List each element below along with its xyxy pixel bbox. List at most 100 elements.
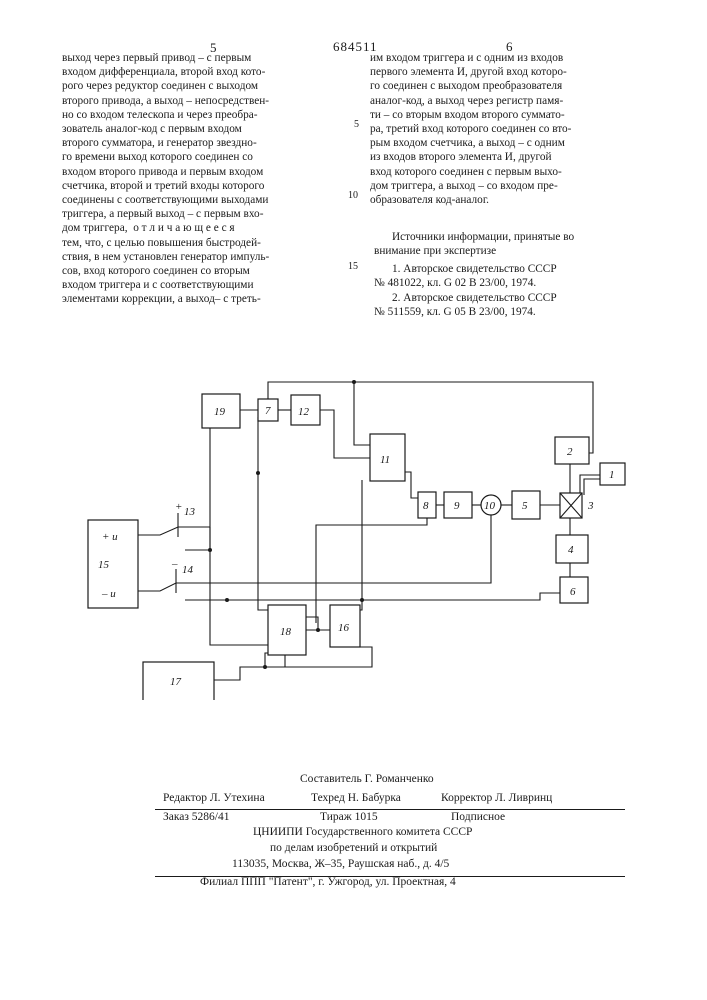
wire-15-to-6 bbox=[185, 593, 560, 600]
imprint-compiler: Составитель Г. Романченко bbox=[300, 773, 434, 785]
imprint-rule-1 bbox=[155, 809, 625, 810]
left-column-line: тем, что, с целью повышения быстродей- bbox=[62, 236, 269, 250]
svg-text:8: 8 bbox=[423, 500, 429, 512]
right-column-line: из входов второго элемента И, другой bbox=[370, 150, 571, 164]
svg-text:13: 13 bbox=[184, 506, 196, 518]
block-6: 6 bbox=[560, 577, 588, 603]
right-column-line: им входом триггера и с одним из входов bbox=[370, 51, 571, 65]
svg-text:18: 18 bbox=[280, 626, 292, 638]
svg-text:+: + bbox=[175, 501, 182, 513]
left-column-line: триггера, а первый выход – с первым вхо- bbox=[62, 207, 269, 221]
line-number-10: 10 bbox=[348, 190, 358, 201]
wire-7-to-17 bbox=[258, 417, 268, 610]
imprint-techred: Техред Н. Бабурка bbox=[311, 792, 401, 804]
svg-text:5: 5 bbox=[522, 500, 528, 512]
svg-text:6: 6 bbox=[570, 586, 576, 598]
svg-text:11: 11 bbox=[380, 454, 390, 466]
wire-11-to-8 bbox=[405, 472, 418, 498]
left-column-line: входом триггера и с соответствующими bbox=[62, 278, 269, 292]
source-ref-1-line-1: 1. Авторское свидетельство СССР bbox=[392, 262, 557, 276]
left-column-line: дом триггера, о т л и ч а ю щ е е с я bbox=[62, 221, 269, 235]
imprint-branch: Филиал ППП "Патент", г. Ужгород, ул. Про… bbox=[200, 876, 456, 888]
svg-text:7: 7 bbox=[265, 405, 271, 417]
imprint-address: 113035, Москва, Ж–35, Раушская наб., д. … bbox=[232, 858, 449, 870]
block-19: 19 bbox=[202, 394, 240, 428]
right-column-line: ра, третий вход которого соединен со вто… bbox=[370, 122, 571, 136]
right-text-column: им входом триггера и с одним из входовпе… bbox=[370, 51, 571, 207]
svg-text:16: 16 bbox=[338, 622, 350, 634]
wire-3-to-1-b bbox=[580, 475, 600, 495]
left-column-line: входом дифференциала, второй вход кото- bbox=[62, 65, 269, 79]
svg-text:10: 10 bbox=[484, 500, 496, 512]
right-column-line: первого элемента И, другой вход которо- bbox=[370, 65, 571, 79]
left-column-line: элементами коррекции, а выход– с треть- bbox=[62, 292, 269, 306]
imprint-corrector: Корректор Л. Ливринц bbox=[441, 792, 552, 804]
left-text-column: выход через первый привод – с первымвход… bbox=[62, 51, 269, 307]
block-10: 10 bbox=[481, 495, 501, 515]
svg-text:9: 9 bbox=[454, 500, 460, 512]
left-column-line: го времени выход которого соединен со bbox=[62, 150, 269, 164]
left-column-line: второго сумматора, и генератор звездно- bbox=[62, 136, 269, 150]
wire-11-to-16 bbox=[358, 480, 362, 610]
wire-3-to-1-a bbox=[584, 479, 600, 495]
block-17: 18 bbox=[268, 605, 306, 655]
differential-3: 3 bbox=[560, 493, 594, 518]
left-column-line: сов, вход которого соединен со вторым bbox=[62, 264, 269, 278]
wire-switch-14 bbox=[138, 583, 210, 591]
left-column-line: входом второго привода и первым входом bbox=[62, 165, 269, 179]
svg-text:19: 19 bbox=[214, 406, 226, 418]
svg-text:14: 14 bbox=[182, 564, 194, 576]
svg-text:– u: – u bbox=[101, 588, 116, 600]
wire-switch-13 bbox=[138, 527, 210, 535]
source-ref-1-line-2: № 481022, кл. G 02 В 23/00, 1974. bbox=[374, 276, 536, 290]
block-8: 8 bbox=[418, 492, 436, 518]
block-12: 12 bbox=[291, 395, 320, 425]
right-column-line: образователя код-аналог. bbox=[370, 193, 571, 207]
wire-switch-join bbox=[185, 527, 210, 550]
line-number-5: 5 bbox=[354, 119, 359, 130]
block-1: 1 bbox=[600, 463, 625, 485]
block-7: 7 bbox=[258, 399, 278, 421]
right-column-line: вход которого соединен с первым выхо- bbox=[370, 165, 571, 179]
wire-bus-to-11 bbox=[354, 382, 370, 445]
block-11: 11 bbox=[370, 434, 405, 481]
imprint-order: Заказ 5286/41 bbox=[163, 811, 230, 823]
left-column-line: зователь аналог-код с первым входом bbox=[62, 122, 269, 136]
svg-text:+ u: + u bbox=[102, 531, 118, 543]
block-4: 4 bbox=[556, 535, 588, 563]
left-column-line: выход через первый привод – с первым bbox=[62, 51, 269, 65]
block-5: 5 bbox=[512, 491, 540, 519]
block-18: 17 bbox=[143, 662, 214, 700]
svg-text:4: 4 bbox=[568, 544, 574, 556]
switch-14-label: – 14 bbox=[171, 558, 194, 576]
line-number-15: 15 bbox=[348, 261, 358, 272]
imprint-circulation: Тираж 1015 bbox=[320, 811, 378, 823]
svg-text:–: – bbox=[171, 558, 178, 570]
wire-12-to-11 bbox=[320, 410, 370, 458]
svg-text:15: 15 bbox=[98, 559, 110, 571]
left-column-line: счетчика, второй и третий входы которого bbox=[62, 179, 269, 193]
svg-text:17: 17 bbox=[170, 676, 182, 688]
imprint-editor: Редактор Л. Утехина bbox=[163, 792, 265, 804]
svg-text:1: 1 bbox=[609, 469, 615, 481]
left-column-line: ствия, в нем установлен генератор импуль… bbox=[62, 250, 269, 264]
block-diagram: 19 7 12 11 8 9 10 5 2 1 3 4 6 15 + u – u… bbox=[0, 355, 707, 700]
right-column-line: го соединен с выходом преобразователя bbox=[370, 79, 571, 93]
sources-heading-2: внимание при экспертизе bbox=[374, 244, 496, 258]
right-column-line: дом триггера, а выход – со входом пре- bbox=[370, 179, 571, 193]
imprint-org-2: по делам изобретений и открытий bbox=[270, 842, 437, 854]
imprint-subscription: Подписное bbox=[451, 811, 505, 823]
block-9: 9 bbox=[444, 492, 472, 518]
svg-text:3: 3 bbox=[587, 500, 594, 512]
svg-text:2: 2 bbox=[567, 446, 573, 458]
block-15: 15 + u – u bbox=[88, 520, 138, 608]
source-ref-2-line-2: № 511559, кл. G 05 В 23/00, 1974. bbox=[374, 305, 536, 319]
left-column-line: но со входом телескопа и через преобра- bbox=[62, 108, 269, 122]
right-column-line: аналог-код, а выход через регистр памя- bbox=[370, 94, 571, 108]
left-column-line: соединены с соответствующими выходами bbox=[62, 193, 269, 207]
right-column-line: ти – со вторым входом второго суммато- bbox=[370, 108, 571, 122]
right-column-line: рым входом счетчика, а выход – с одним bbox=[370, 136, 571, 150]
source-ref-2-line-1: 2. Авторское свидетельство СССР bbox=[392, 291, 557, 305]
left-column-line: рого через редуктор соединен с выходом bbox=[62, 79, 269, 93]
imprint-org-1: ЦНИИПИ Государственного комитета СССР bbox=[253, 826, 472, 838]
